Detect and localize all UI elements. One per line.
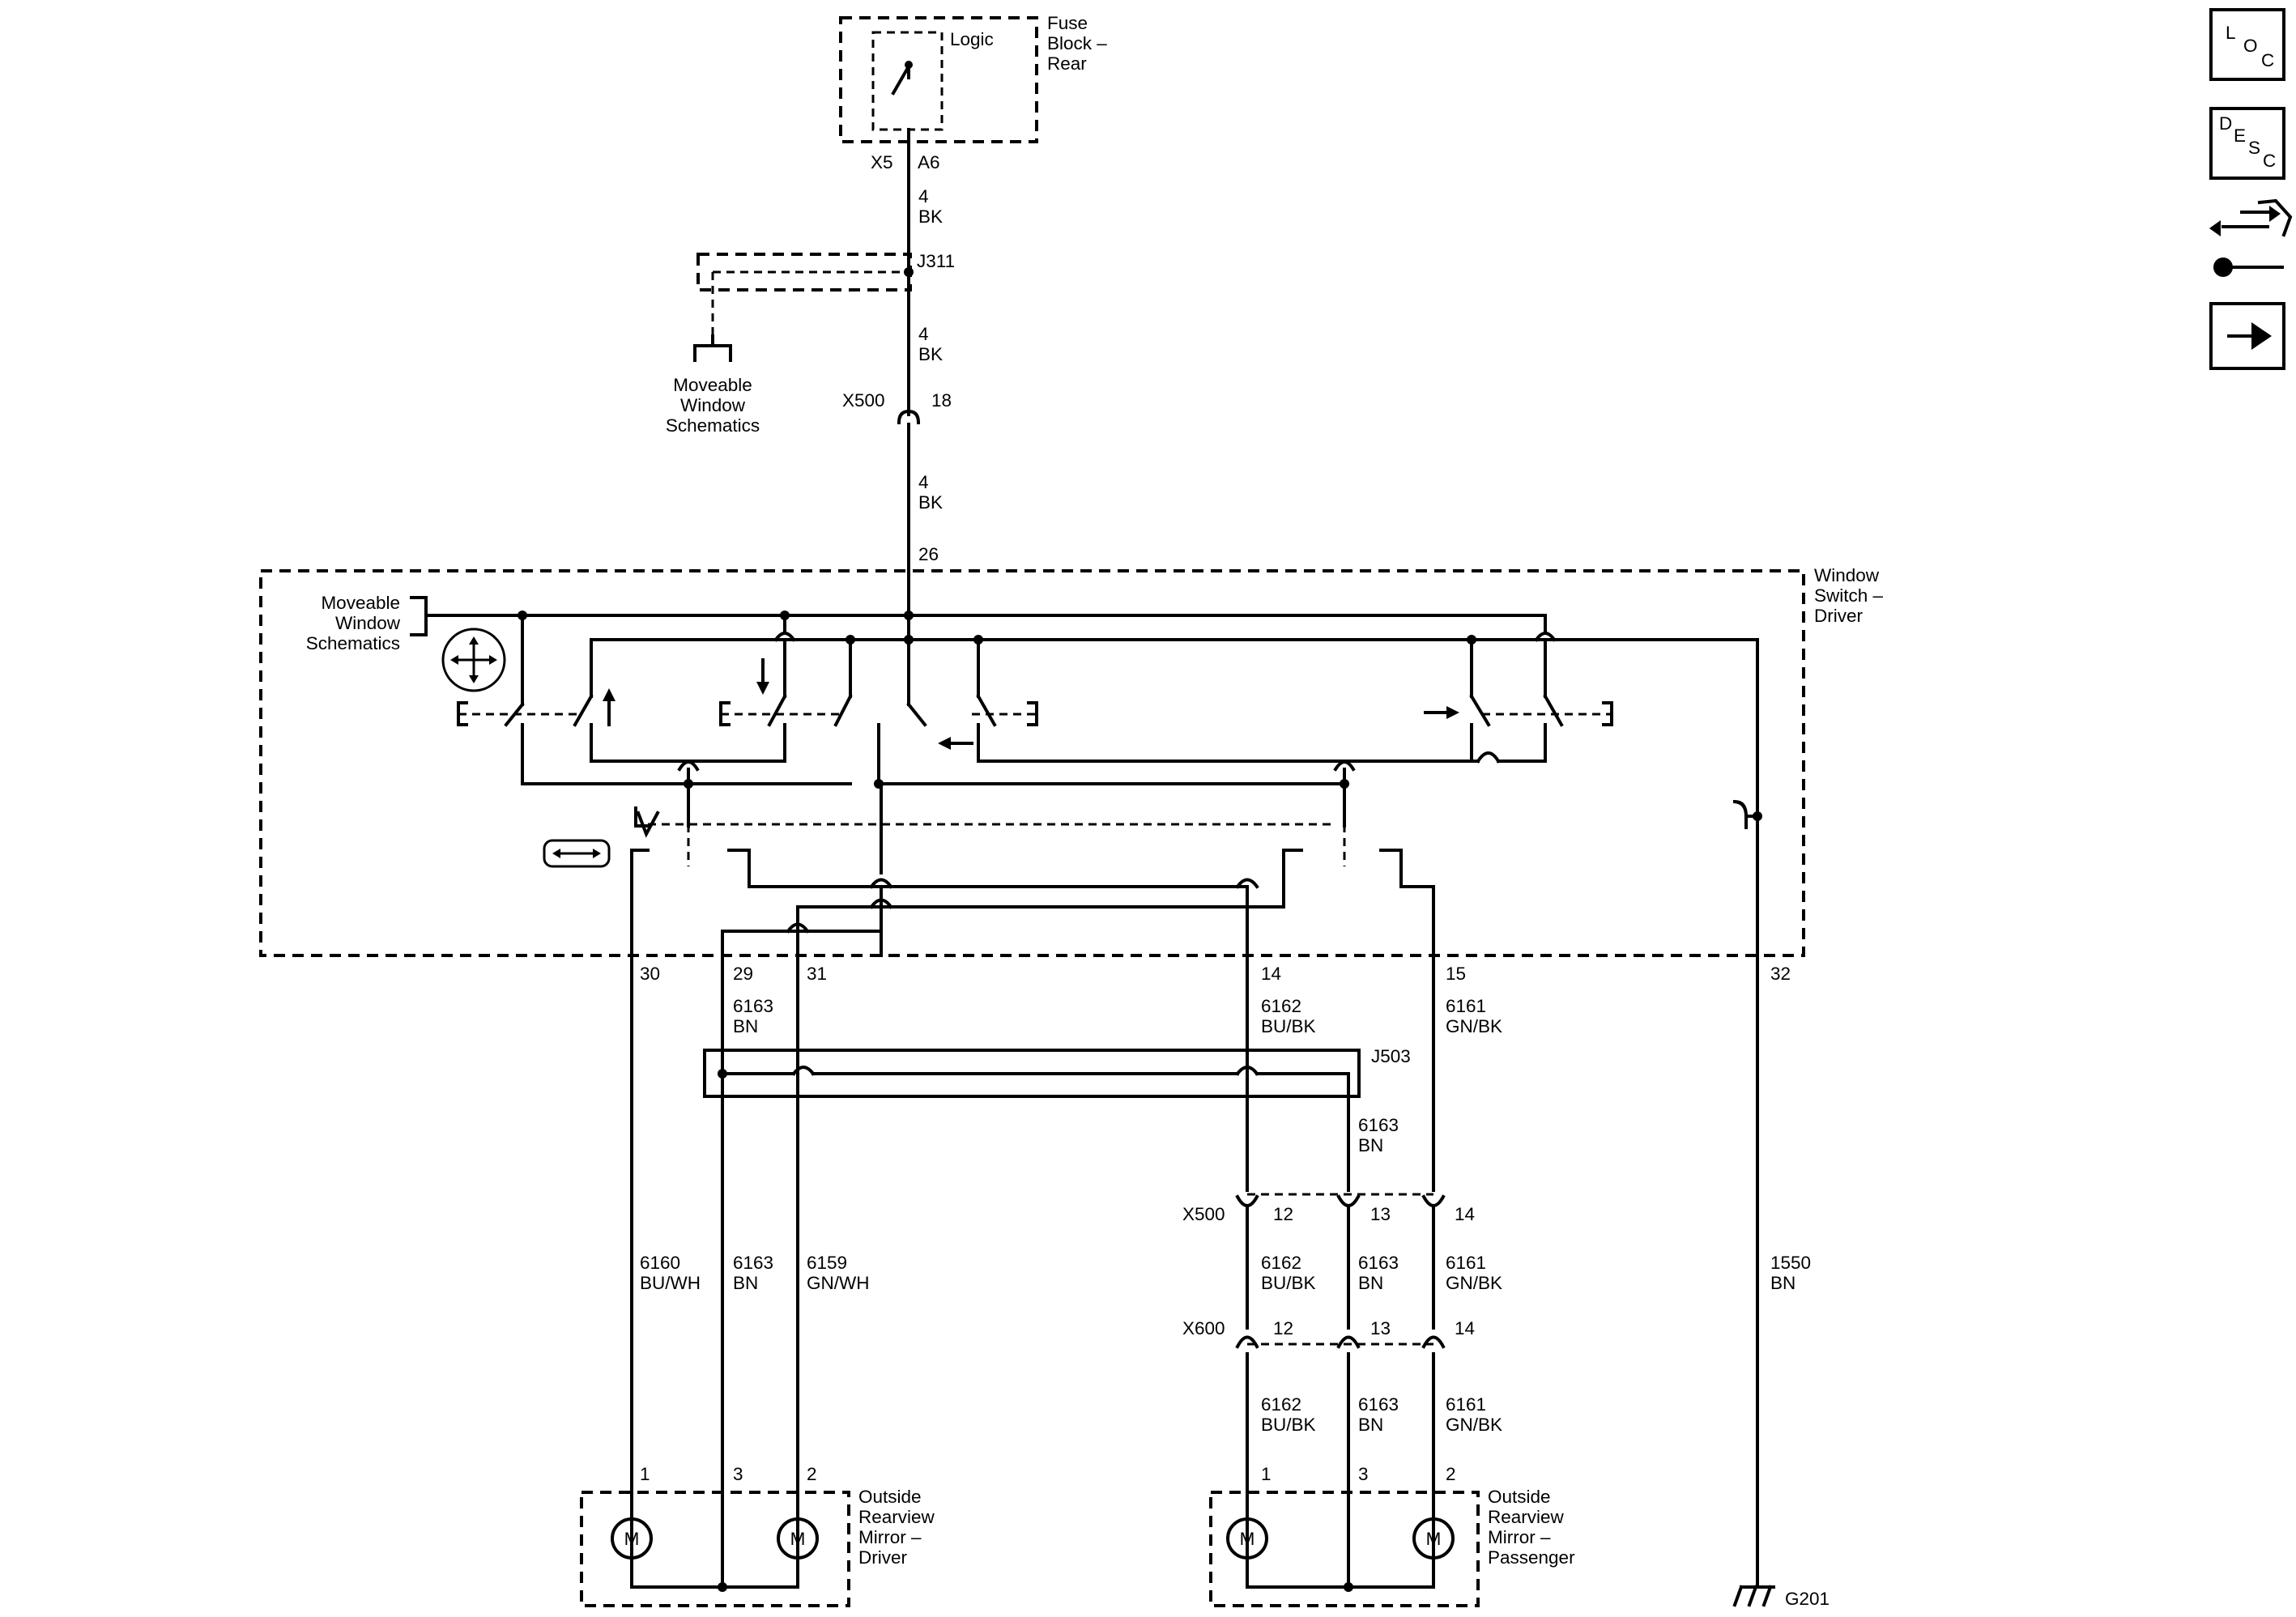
loc-letter-l: L (2226, 23, 2236, 43)
connector-x500-main: X500 18 (842, 390, 952, 439)
connector-j503: J503 (1371, 1046, 1411, 1066)
motor-passenger-1: M (1240, 1529, 1255, 1549)
pin-26: 26 (918, 544, 939, 564)
desc-letter-s: S (2248, 138, 2260, 158)
x500-pin-14: 14 (1455, 1204, 1475, 1224)
connector-j311: J311 (917, 251, 955, 271)
connector-x500-pass-label: X500 (1182, 1204, 1225, 1224)
x600-pin-14: 14 (1455, 1318, 1475, 1338)
logic-label: Logic (950, 29, 994, 49)
connector-x500-pin-18: 18 (931, 390, 952, 411)
pin-14: 14 (1261, 964, 1281, 984)
arrow-up-icon (603, 688, 616, 726)
x600-pin-12: 12 (1273, 1318, 1293, 1338)
pin-29: 29 (733, 964, 753, 984)
motor-driver-2: M (790, 1529, 806, 1549)
mp-pin-3: 3 (1358, 1464, 1369, 1484)
arrow-right-icon-switch (1424, 706, 1459, 719)
joystick-icon (441, 628, 506, 692)
arrow-left-icon (938, 737, 973, 750)
pin-31: 31 (807, 964, 827, 984)
pin-a6: A6 (918, 152, 940, 172)
md-pin-3: 3 (733, 1464, 743, 1484)
x500-pin-12: 12 (1273, 1204, 1293, 1224)
arrow-down-icon (756, 658, 769, 695)
desc-letter-c: C (2263, 151, 2276, 171)
desc-letter-e: E (2234, 126, 2246, 146)
mp-pin-1: 1 (1261, 1464, 1272, 1484)
loc-letter-c: C (2261, 50, 2274, 70)
md-pin-2: 2 (807, 1464, 817, 1484)
next-button[interactable] (2209, 302, 2285, 370)
mirror-select-icon (543, 839, 611, 868)
splice-j503: J503 (703, 1046, 1411, 1180)
connector-tool-icon[interactable] (2209, 198, 2293, 277)
desc-letter-d: D (2219, 113, 2232, 134)
pin-32: 32 (1770, 964, 1791, 984)
connector-x500-label: X500 (842, 390, 885, 411)
pin-30: 30 (640, 964, 660, 984)
motor-driver-1: M (624, 1529, 640, 1549)
pin-15: 15 (1446, 964, 1466, 984)
x600-pin-13: 13 (1370, 1318, 1391, 1338)
ground-g201: G201 (1732, 1585, 1830, 1609)
connector-x600-pass-label: X600 (1182, 1318, 1225, 1338)
md-pin-1: 1 (640, 1464, 650, 1484)
motor-passenger-2: M (1426, 1529, 1442, 1549)
desc-button[interactable]: D E S C (2209, 107, 2285, 180)
connector-x600-passenger: X600 12 13 14 (1182, 1318, 1475, 1368)
connector-x5: X5 (871, 152, 893, 172)
connector-x500-passenger: X500 12 13 14 (1182, 1177, 1475, 1224)
loc-button[interactable]: L O C (2209, 8, 2285, 81)
ground-label: G201 (1785, 1589, 1830, 1609)
mp-pin-2: 2 (1446, 1464, 1456, 1484)
x500-pin-13: 13 (1370, 1204, 1391, 1224)
loc-letter-o: O (2243, 36, 2258, 56)
